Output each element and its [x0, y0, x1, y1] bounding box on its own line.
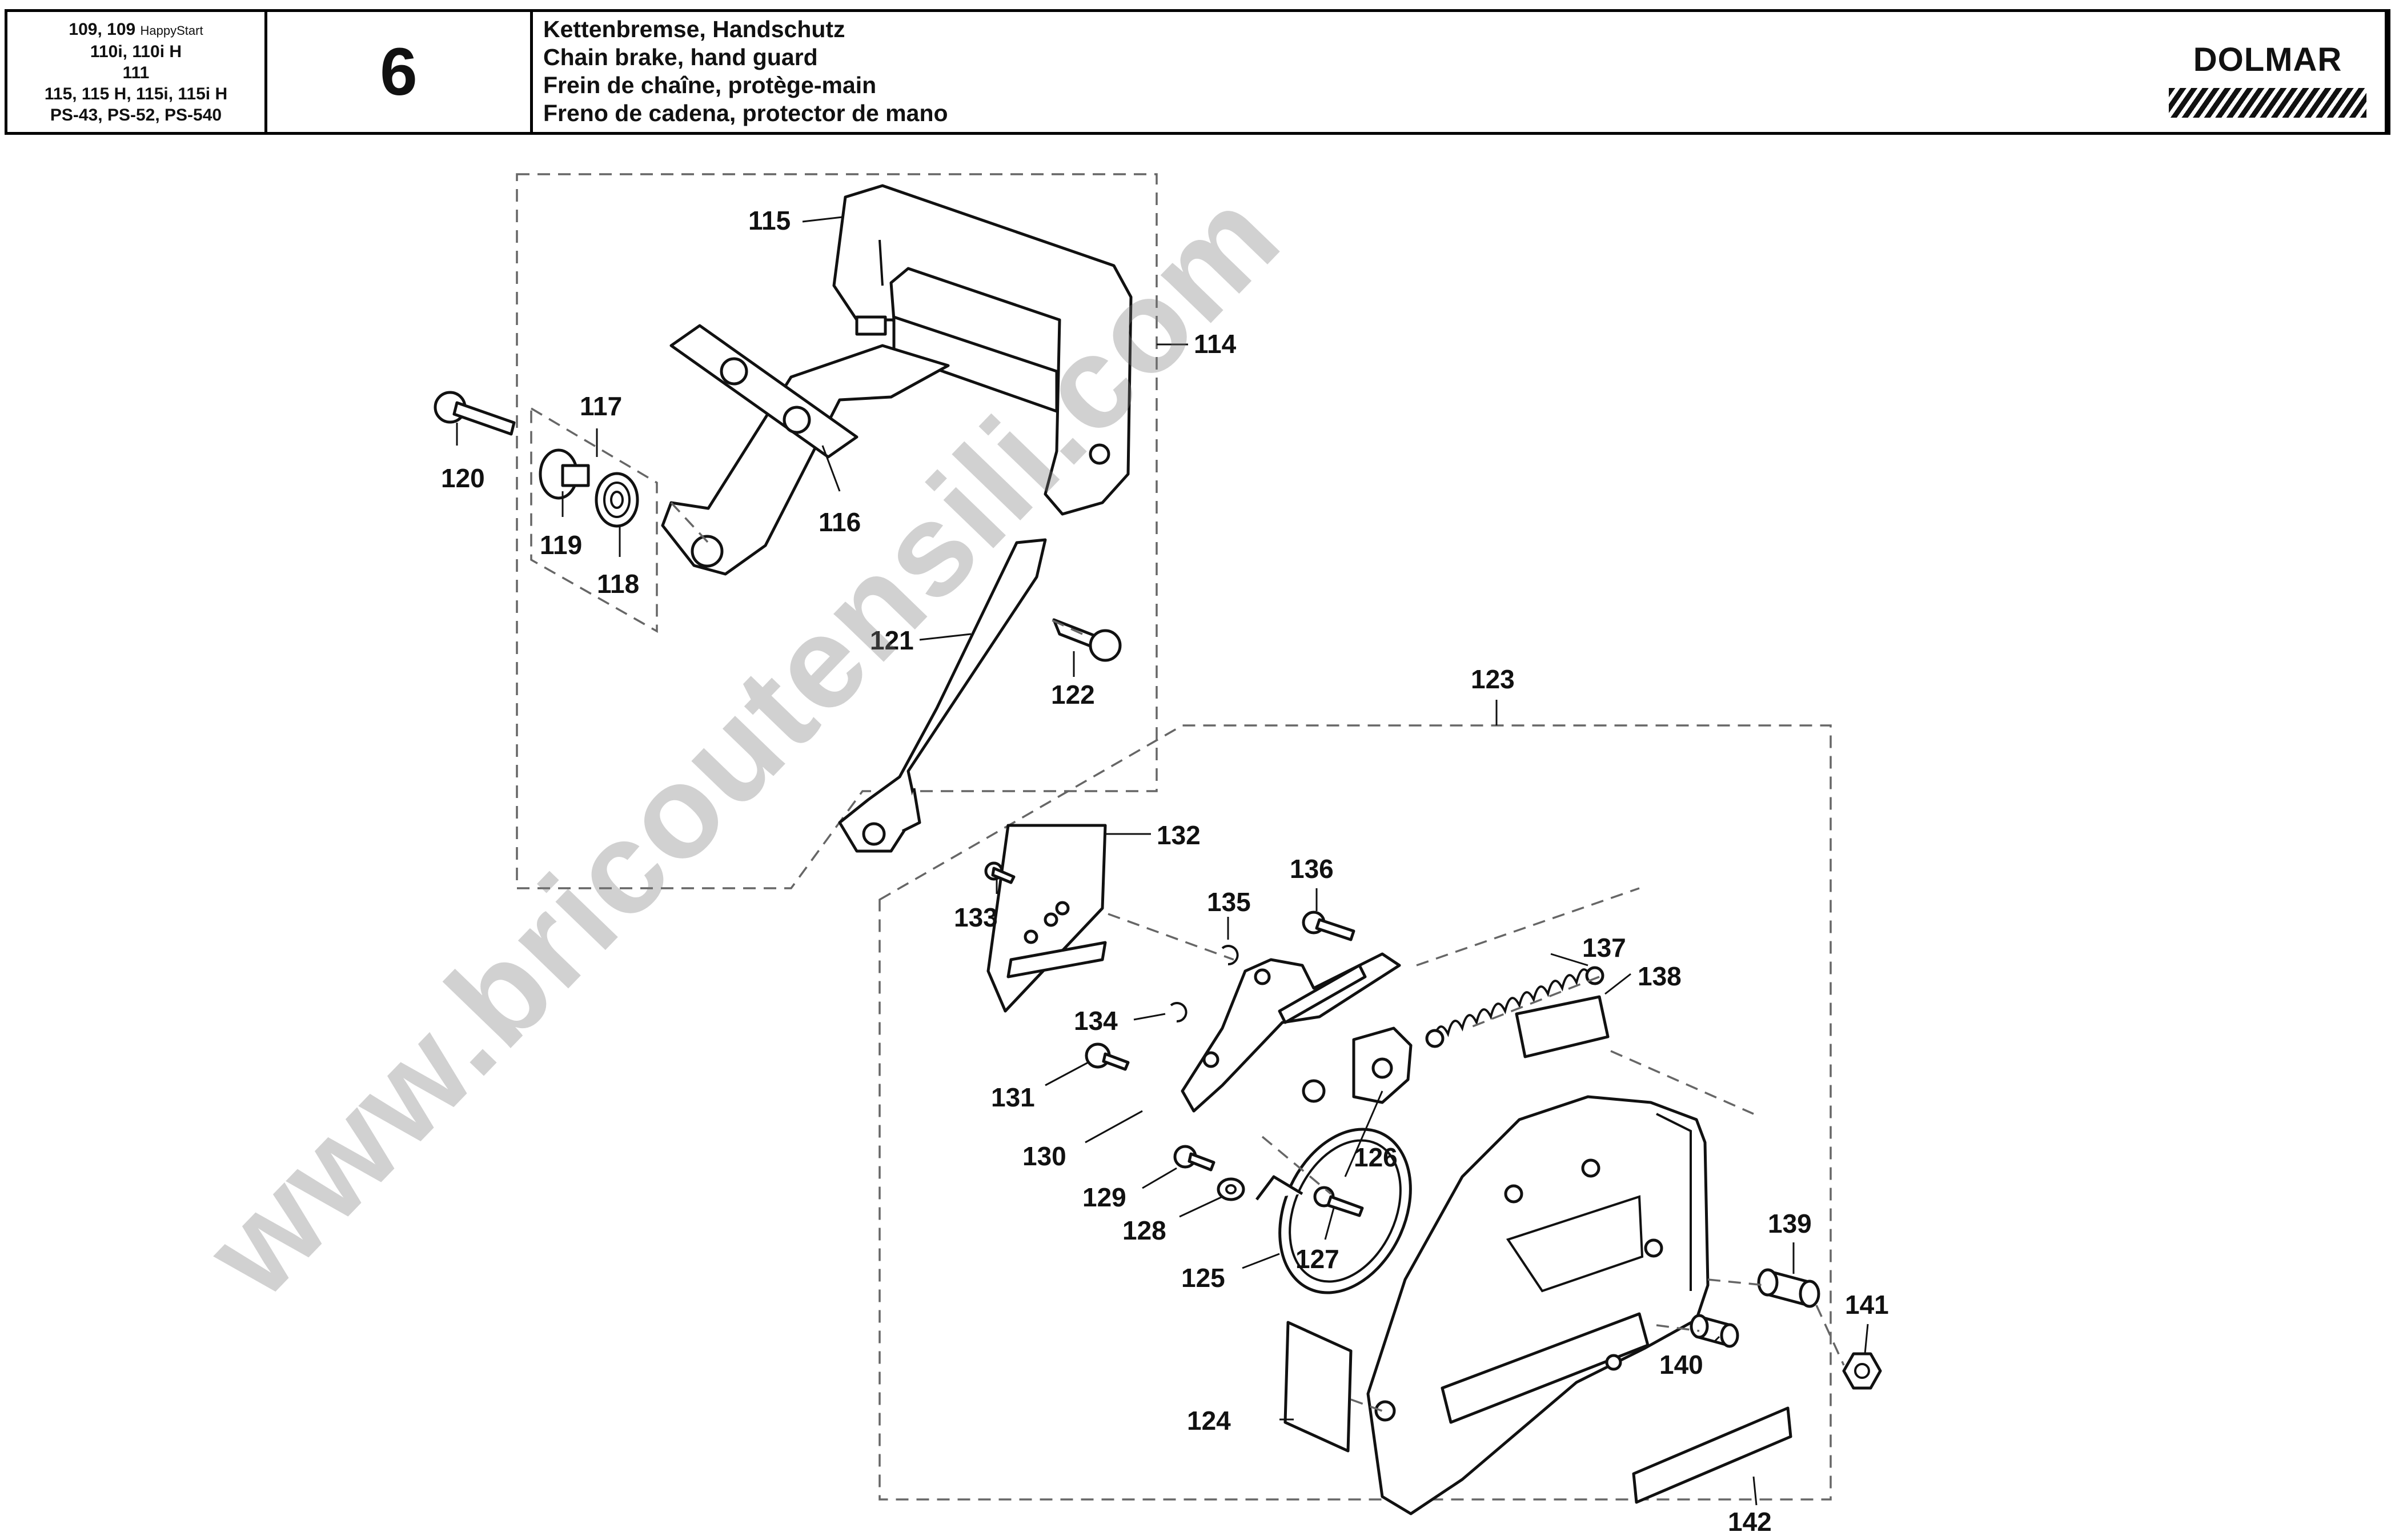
callout-141: 141	[1845, 1290, 1889, 1320]
callout-121: 121	[870, 625, 914, 655]
label-sticker-116	[669, 324, 858, 459]
brake-lever-130	[1181, 952, 1401, 1113]
spring-137	[1425, 966, 1604, 1048]
circlip-135	[1221, 945, 1239, 966]
screw-133	[984, 861, 1016, 884]
title-en: Chain brake, hand guard	[543, 44, 818, 70]
callout-136: 136	[1290, 854, 1334, 884]
sprocket-cover	[1366, 1095, 1710, 1515]
lever-121	[838, 538, 1047, 853]
callout-137: 137	[1582, 933, 1626, 962]
plate-124	[1283, 1321, 1353, 1453]
section-titles: Kettenbremse, Handschutz Chain brake, ha…	[533, 12, 2388, 132]
group-117-outline	[530, 406, 658, 633]
callout-138: 138	[1638, 961, 1682, 991]
callout-139: 139	[1768, 1209, 1812, 1238]
model-line-1: 109, 109 HappyStart	[69, 19, 203, 41]
washer-128	[1217, 1177, 1245, 1201]
page-number: 6	[267, 12, 533, 132]
logo-stripes	[2169, 88, 2366, 118]
callout-120: 120	[441, 463, 485, 493]
callout-119: 119	[540, 530, 582, 560]
callout-135: 135	[1207, 887, 1251, 917]
callout-129: 129	[1082, 1182, 1126, 1212]
screw-129	[1173, 1145, 1215, 1172]
assembly-axes	[670, 502, 1845, 1412]
callout-134: 134	[1074, 1006, 1118, 1036]
callout-labels: 115 114 117 120 116 119 118 121 122 123 …	[441, 206, 1889, 1537]
callout-128: 128	[1122, 1216, 1166, 1245]
callout-130: 130	[1022, 1141, 1066, 1171]
model-list: 109, 109 HappyStart 110i, 110i H 111 115…	[7, 12, 267, 132]
callout-133: 133	[954, 903, 998, 932]
leader-lines	[456, 216, 1869, 1506]
title-es: Freno de cadena, protector de mano	[543, 100, 948, 126]
group-114-outline	[516, 173, 1158, 889]
callout-115: 115	[748, 206, 791, 235]
title-de: Kettenbremse, Handschutz	[543, 16, 845, 42]
callout-131: 131	[991, 1082, 1035, 1112]
screw-136	[1302, 911, 1355, 941]
callout-122: 122	[1051, 680, 1095, 709]
model-line-5: PS-43, PS-52, PS-540	[50, 105, 222, 125]
bushing-119	[539, 448, 590, 500]
model-line-1-small: HappyStart	[140, 23, 203, 38]
brand-name: DOLMAR	[2193, 41, 2342, 78]
stud-139	[1757, 1268, 1820, 1308]
screw-131	[1085, 1042, 1130, 1071]
stud-140	[1690, 1314, 1739, 1348]
label-142	[1632, 1406, 1792, 1504]
callout-118: 118	[597, 569, 639, 599]
title-fr: Frein de chaîne, protège-main	[543, 72, 877, 98]
screw-122	[1052, 618, 1122, 662]
model-line-4: 115, 115 H, 115i, 115i H	[44, 84, 228, 103]
hand-guard-part	[661, 184, 1133, 576]
callout-124: 124	[1187, 1406, 1231, 1435]
plate-132	[986, 824, 1107, 1013]
callout-123: 123	[1471, 664, 1515, 694]
actuator-126	[1302, 1026, 1413, 1104]
callout-142: 142	[1728, 1507, 1772, 1537]
callout-116: 116	[819, 507, 861, 537]
callout-127: 127	[1295, 1244, 1339, 1274]
dolmar-logo: DOLMAR	[2165, 25, 2370, 125]
model-line-2: 110i, 110i H	[90, 42, 182, 61]
title-block: 109, 109 HappyStart 110i, 110i H 111 115…	[5, 9, 2390, 135]
callout-125: 125	[1181, 1263, 1225, 1293]
screw-120	[434, 391, 516, 436]
callout-117: 117	[580, 391, 622, 421]
callout-126: 126	[1354, 1142, 1398, 1172]
nut-141	[1842, 1352, 1882, 1390]
group-123-outline	[878, 724, 1832, 1501]
callout-114: 114	[1194, 329, 1237, 359]
callout-132: 132	[1157, 820, 1201, 850]
circlip-134	[1170, 1002, 1188, 1023]
model-line-3: 111	[122, 63, 150, 82]
model-line-1-text: 109, 109	[69, 19, 136, 39]
spring-118	[595, 472, 639, 528]
callout-140: 140	[1659, 1350, 1703, 1379]
plate-138	[1515, 995, 1610, 1058]
